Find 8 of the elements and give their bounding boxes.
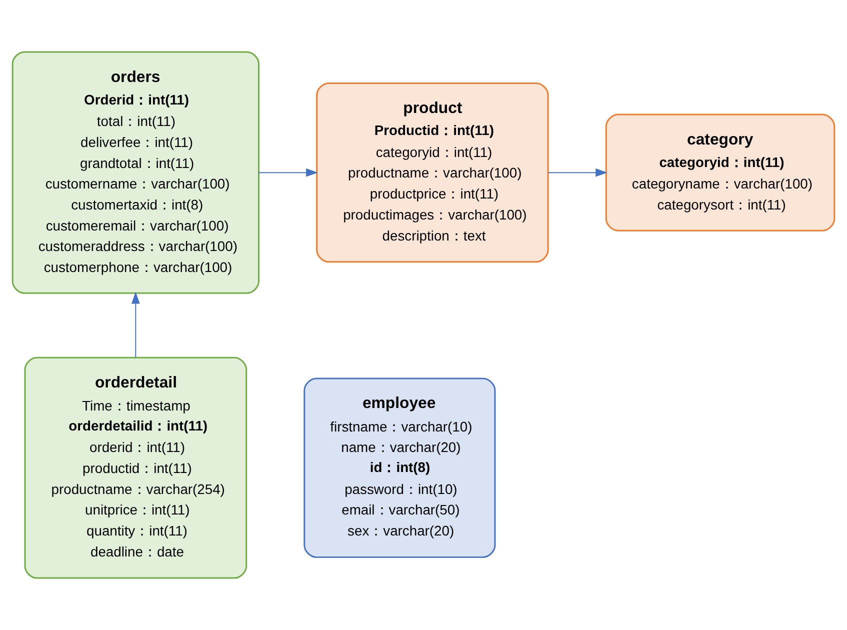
node-box: product Productid：int(11) categoryid：int(11) productname：varchar(100) productprice：int(11) productimages：varchar(100) description：text <box>316 82 549 263</box>
node-box: orders Orderid：int(11) total：int(11) deliverfee：int(11) grandtotal：int(11) customername：varchar(100) customertaxid：int(8) customeremail：varchar(100) customeraddress：varchar(100) customerphone：varchar(100) <box>12 51 260 294</box>
arrow <box>258 168 318 177</box>
arrow <box>548 168 608 177</box>
arrow <box>131 292 140 358</box>
node-box: orderdetail Time：timestamp orderdetailid：int(11) orderid：int(11) productid：int(11) productname：varchar(254) unitprice：int(11) quantity：int(11) deadline：date <box>24 356 248 579</box>
node-box: employee firstname：varchar(10) name：varchar(20) id：int(8) password：int(10) email：varchar(50) sex：varchar(20) <box>304 378 496 558</box>
node-box: category categoryid：int(11) categoryname：varchar(100) categorysort：int(11) <box>605 114 836 232</box>
